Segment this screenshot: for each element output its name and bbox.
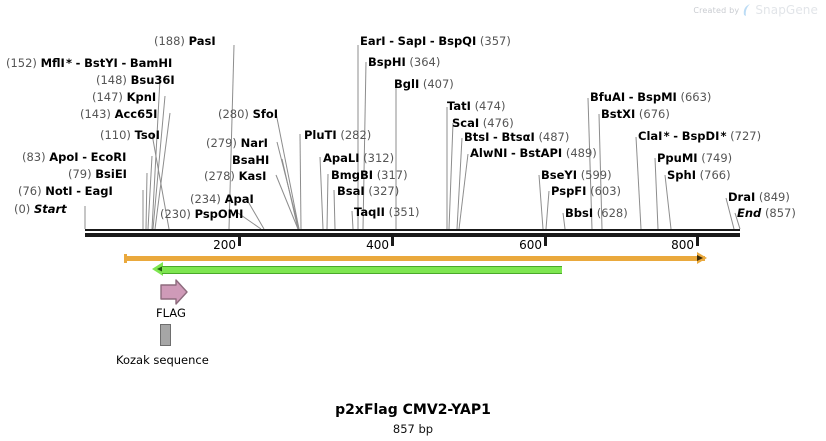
enzyme-label-bsai[interactable]: BsaI (327) (337, 184, 400, 198)
kozak-feature-box[interactable] (160, 324, 171, 346)
enzyme-label-noti[interactable]: (76) NotI - EagI (18, 184, 113, 198)
enzyme-label-mfli[interactable]: (152) MflI * - BstYI - BamHI (6, 56, 173, 70)
ruler-tick-200 (238, 237, 241, 246)
ruler-label-800: 800 (671, 238, 694, 252)
enzyme-label-bsu36i[interactable]: (148) Bsu36I (96, 73, 175, 87)
enzyme-label-taqii[interactable]: TaqII (351) (354, 205, 420, 219)
enzyme-label-sphi[interactable]: SphI (766) (667, 168, 731, 182)
kozak-feature-label: Kozak sequence (116, 353, 209, 367)
enzyme-label-scai[interactable]: ScaI (476) (452, 116, 514, 130)
ruler-tick-600 (544, 237, 547, 246)
enzyme-label-tati[interactable]: TatI (474) (447, 99, 506, 113)
enzyme-label-kasi[interactable]: (278) KasI (204, 169, 267, 183)
enzyme-label-bmgbi[interactable]: BmgBI (317) (331, 168, 408, 182)
flag-feature-label: FLAG (156, 306, 186, 320)
watermark-created-by-label: Created by (693, 5, 740, 15)
enzyme-label-bsiei[interactable]: (79) BsiEI (68, 167, 127, 181)
enzyme-label-bseyi[interactable]: BseYI (599) (541, 168, 612, 182)
enzyme-label-clai[interactable]: ClaI * - BspDI * (727) (638, 129, 762, 143)
enzyme-label-bstxi[interactable]: BstXI (676) (601, 107, 670, 121)
enzyme-label-start[interactable]: (0) Start (14, 202, 67, 216)
enzyme-label-bgli[interactable]: BglI (407) (394, 77, 454, 91)
enzyme-label-eari[interactable]: EarI - SapI - BspQI (357) (360, 34, 511, 48)
enzyme-label-tsoi[interactable]: (110) TsoI (100, 128, 160, 142)
enzyme-label-apoi[interactable]: (83) ApoI - EcoRI (22, 150, 127, 164)
ruler-tick-400 (391, 237, 394, 246)
enzyme-label-pluti[interactable]: PluTI (282) (304, 128, 372, 142)
green-feature-arrowhead (152, 262, 163, 276)
enzyme-label-bsphi[interactable]: BspHI (364) (368, 55, 441, 69)
plasmid-title: p2xFlag CMV2-YAP1 (335, 402, 491, 418)
green-feature-arrow[interactable] (162, 266, 562, 274)
enzyme-label-nari[interactable]: (279) NarI (206, 136, 268, 150)
plasmid-length: 857 bp (392, 422, 434, 436)
enzyme-label-pspomi[interactable]: (230) PspOMI (160, 207, 244, 221)
enzyme-label-bsahi[interactable]: BsaHI (232, 153, 270, 167)
orange-feature-arrowhead (697, 252, 707, 264)
enzyme-label-bbsi[interactable]: BbsI (628) (565, 206, 628, 220)
snapgene-leaf-icon (743, 3, 751, 17)
orange-feature-arrow[interactable] (124, 256, 705, 261)
enzyme-label-ppumi[interactable]: PpuMI (749) (657, 151, 733, 165)
enzyme-label-alwni[interactable]: AlwNI - BstAPI (489) (470, 146, 597, 160)
enzyme-label-pspfi[interactable]: PspFI (603) (551, 184, 622, 198)
enzyme-label-pasi[interactable]: (188) PasI (154, 34, 216, 48)
enzyme-label-kpni[interactable]: (147) KpnI (92, 90, 157, 104)
enzyme-label-end[interactable]: End (857) (737, 206, 796, 220)
snapgene-watermark: Created by SnapGene (693, 3, 818, 17)
enzyme-label-sfoi[interactable]: (280) SfoI (218, 107, 279, 121)
watermark-brand-label: SnapGene (755, 3, 818, 17)
enzyme-label-drai[interactable]: DraI (849) (728, 190, 790, 204)
backbone-line-lower (85, 233, 740, 237)
ruler-tick-800 (696, 237, 699, 246)
enzyme-label-apali[interactable]: ApaLI (312) (323, 151, 395, 165)
ruler-label-400: 400 (366, 238, 389, 252)
enzyme-label-bfuai[interactable]: BfuAI - BspMI (663) (590, 90, 712, 104)
ruler-label-200: 200 (213, 238, 236, 252)
flag-feature-arrow[interactable] (160, 279, 188, 309)
enzyme-label-acc65i[interactable]: (143) Acc65I (80, 107, 158, 121)
enzyme-label-btsi[interactable]: BtsI - BtsαI (487) (464, 130, 570, 144)
backbone-line-upper (85, 229, 740, 231)
ruler-label-600: 600 (519, 238, 542, 252)
enzyme-label-apai[interactable]: (234) ApaI (190, 192, 254, 206)
